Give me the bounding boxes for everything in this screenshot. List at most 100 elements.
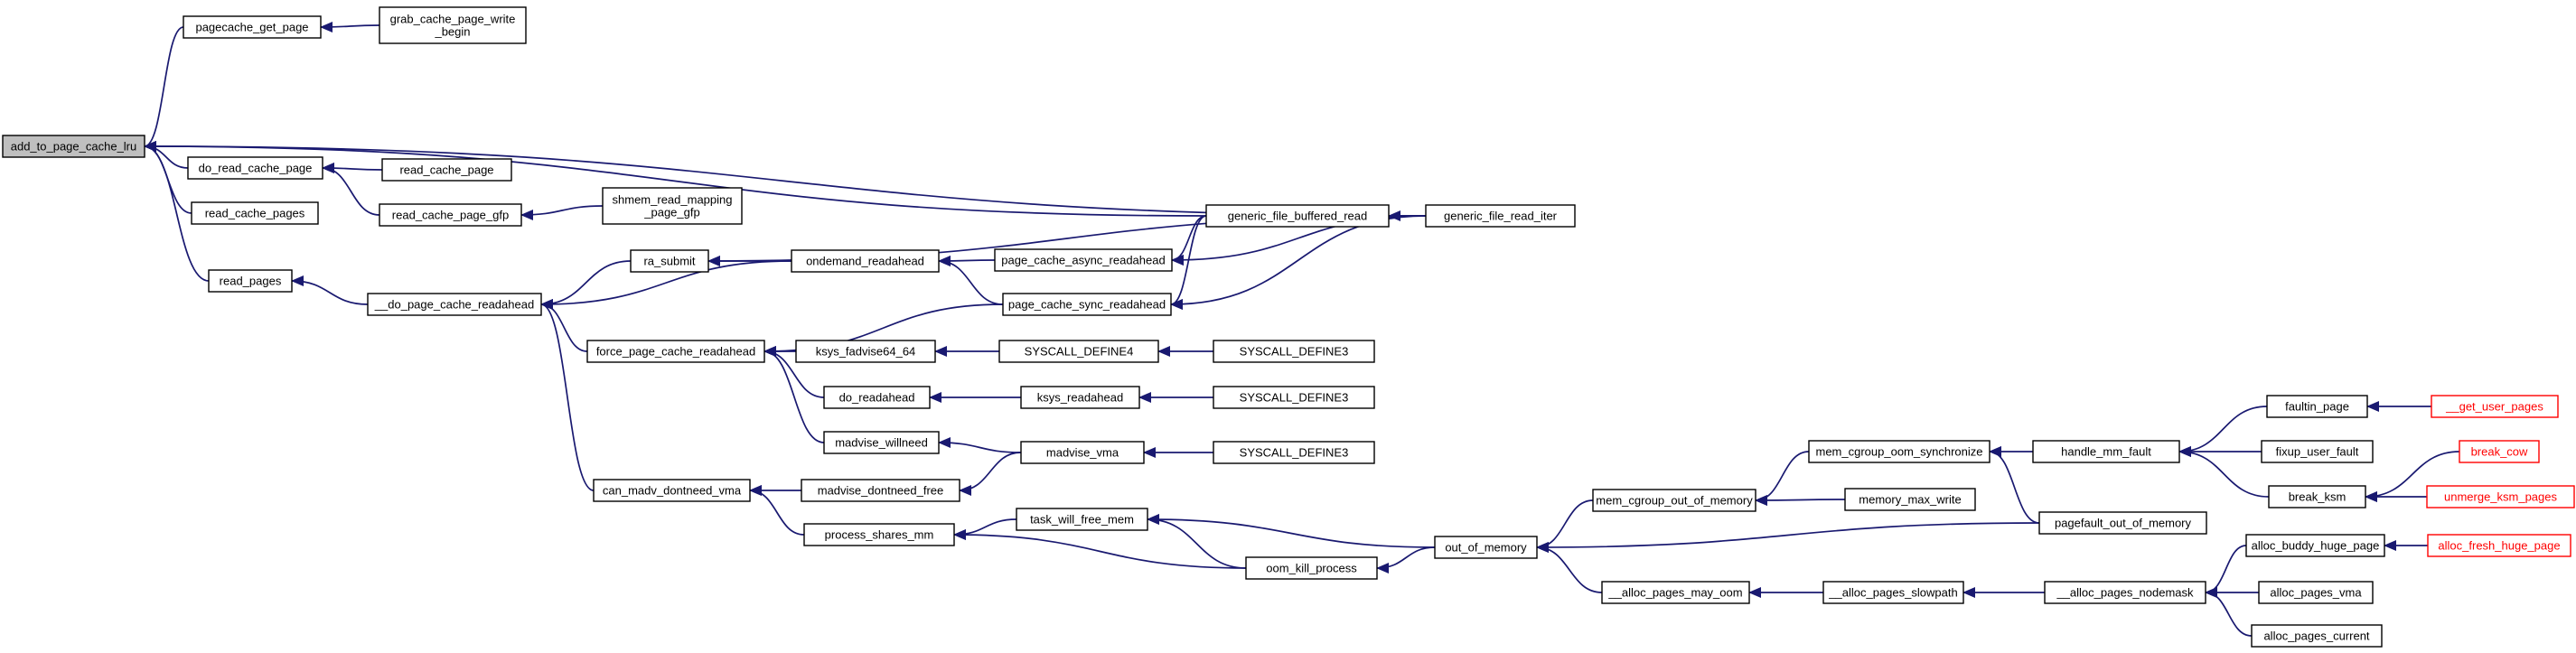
node-label: SYSCALL_DEFINE3 xyxy=(1240,446,1349,460)
node-box xyxy=(183,15,322,39)
node-pagecache-get-page[interactable]: pagecache_get_page xyxy=(183,15,322,39)
node-label: ra_submit xyxy=(643,255,695,268)
nodes-layer: add_to_page_cache_lrupagecache_get_pageg… xyxy=(2,6,2575,648)
node-label: read_cache_page xyxy=(399,163,493,177)
node-read-pages[interactable]: read_pages xyxy=(208,269,293,293)
node-ksys-fadvise64-64[interactable]: ksys_fadvise64_64 xyxy=(795,340,936,363)
node-alloc-pages-may-oom[interactable]: __alloc_pages_may_oom xyxy=(1601,581,1750,604)
node-label: SYSCALL_DEFINE3 xyxy=(1240,391,1349,405)
node-box xyxy=(2044,581,2206,604)
node-syscall-define3-c[interactable]: SYSCALL_DEFINE3 xyxy=(1213,441,1375,464)
node-label: break_cow xyxy=(2471,445,2528,459)
node-box xyxy=(801,479,960,502)
node-break-cow[interactable]: break_cow xyxy=(2459,440,2540,463)
node-box xyxy=(1020,386,1140,409)
node-do-readahead[interactable]: do_readahead xyxy=(823,386,931,409)
node-mem-cgroup-out-of-memory[interactable]: mem_cgroup_out_of_memory xyxy=(1592,489,1756,512)
node-madvise-dontneed-free[interactable]: madvise_dontneed_free xyxy=(801,479,960,502)
node-grab-cache-page-write-begin[interactable]: grab_cache_page_write_begin xyxy=(379,6,527,44)
node-alloc-pages-vma[interactable]: alloc_pages_vma xyxy=(2258,581,2374,604)
edge-read-cache-page-gfp-to-do-read-cache-page xyxy=(322,163,380,216)
node-label: force_page_cache_readahead xyxy=(596,345,755,359)
node-box xyxy=(379,6,527,44)
node-box xyxy=(191,201,319,225)
node-force-page-cache-readahead[interactable]: force_page_cache_readahead xyxy=(586,340,765,363)
node-alloc-pages-slowpath[interactable]: __alloc_pages_slowpath xyxy=(1822,581,1964,604)
node-alloc-pages-nodemask[interactable]: __alloc_pages_nodemask xyxy=(2044,581,2206,604)
node-box xyxy=(1601,581,1750,604)
node-box xyxy=(2245,534,2385,557)
edge-process-shares-mm-to-can-madv-dontneed-vma xyxy=(749,485,805,536)
node-ksys-readahead[interactable]: ksys_readahead xyxy=(1020,386,1140,409)
node-label: out_of_memory xyxy=(1445,541,1527,555)
node-label: __get_user_pages xyxy=(2445,400,2543,414)
edge-madvise-willneed-to-force-page-cache-readahead xyxy=(763,346,825,443)
node-label: memory_max_write xyxy=(1859,493,1961,507)
node-ondemand-readahead[interactable]: ondemand_readahead xyxy=(791,249,940,273)
node-box xyxy=(586,340,765,363)
node-memory-max-write[interactable]: memory_max_write xyxy=(1844,488,1976,511)
edge-force-page-cache-readahead-to-do-page-cache-readahead xyxy=(540,299,588,352)
node-generic-file-buffered-read[interactable]: generic_file_buffered_read xyxy=(1205,204,1390,228)
node-faultin-page[interactable]: faultin_page xyxy=(2266,395,2368,418)
node-label: __alloc_pages_nodemask xyxy=(2056,586,2194,600)
node-ra-submit[interactable]: ra_submit xyxy=(630,249,709,273)
node-do-read-cache-page[interactable]: do_read_cache_page xyxy=(187,156,323,180)
node-do-page-cache-readahead[interactable]: __do_page_cache_readahead xyxy=(367,293,542,316)
node-process-shares-mm[interactable]: process_shares_mm xyxy=(803,523,955,546)
node-unmerge-ksm-pages[interactable]: unmerge_ksm_pages xyxy=(2426,485,2575,508)
node-box xyxy=(593,479,751,502)
node-fixup-user-fault[interactable]: fixup_user_fault xyxy=(2261,440,2374,463)
node-syscall-define3-a[interactable]: SYSCALL_DEFINE3 xyxy=(1213,340,1375,363)
node-shmem-read-mapping-page-gfp[interactable]: shmem_read_mapping_page_gfp xyxy=(602,187,743,225)
node-box xyxy=(823,431,940,454)
node-task-will-free-mem[interactable]: task_will_free_mem xyxy=(1016,508,1148,531)
node-madvise-vma[interactable]: madvise_vma xyxy=(1020,441,1145,464)
edge-alloc-pages-may-oom-to-out-of-memory xyxy=(1536,542,1603,593)
node-oom-kill-process[interactable]: oom_kill_process xyxy=(1245,556,1378,580)
node-box xyxy=(1205,204,1390,228)
node-label: task_will_free_mem xyxy=(1030,513,1134,527)
node-label: SYSCALL_DEFINE3 xyxy=(1240,345,1349,359)
node-generic-file-read-iter[interactable]: generic_file_read_iter xyxy=(1425,204,1576,228)
node-read-cache-page[interactable]: read_cache_page xyxy=(381,158,512,182)
node-pagefault-out-of-memory[interactable]: pagefault_out_of_memory xyxy=(2038,511,2207,535)
edge-mem-cgroup-oom-synchronize-to-mem-cgroup-out-of-memory xyxy=(1755,451,1810,506)
node-add-to-page-cache-lru[interactable]: add_to_page_cache_lru xyxy=(2,135,145,158)
node-box xyxy=(791,249,940,273)
node-syscall-define3-b[interactable]: SYSCALL_DEFINE3 xyxy=(1213,386,1375,409)
edge-page-cache-async-readahead-to-ondemand-readahead xyxy=(938,255,996,266)
node-box xyxy=(2032,440,2180,463)
node-alloc-fresh-huge-page[interactable]: alloc_fresh_huge_page xyxy=(2427,534,2571,557)
node-out-of-memory[interactable]: out_of_memory xyxy=(1434,536,1538,559)
node-page-cache-async-readahead[interactable]: page_cache_async_readahead xyxy=(994,248,1173,272)
node-can-madv-dontneed-vma[interactable]: can_madv_dontneed_vma xyxy=(593,479,751,502)
edge-grab-cache-page-write-begin-to-pagecache-get-page xyxy=(320,21,380,33)
node-alloc-buddy-huge-page[interactable]: alloc_buddy_huge_page xyxy=(2245,534,2385,557)
node-box xyxy=(630,249,709,273)
node-box xyxy=(823,386,931,409)
node-handle-mm-fault[interactable]: handle_mm_fault xyxy=(2032,440,2180,463)
node-box xyxy=(208,269,293,293)
node-read-cache-pages[interactable]: read_cache_pages xyxy=(191,201,319,225)
node-madvise-willneed[interactable]: madvise_willneed xyxy=(823,431,940,454)
node-label: madvise_vma xyxy=(1046,446,1119,460)
node-label: page_cache_sync_readahead xyxy=(1008,298,1166,312)
edge-memory-max-write-to-mem-cgroup-out-of-memory xyxy=(1755,494,1846,506)
edge-alloc-pages-current-to-alloc-pages-nodemask xyxy=(2205,587,2253,637)
node-label: ondemand_readahead xyxy=(806,255,924,268)
node-label: fixup_user_fault xyxy=(2276,445,2359,459)
node-break-ksm[interactable]: break_ksm xyxy=(2268,485,2366,508)
edge-generic-file-buffered-read-to-add-to-page-cache-lru xyxy=(144,141,1207,217)
node-box xyxy=(2268,485,2366,508)
node-read-cache-page-gfp[interactable]: read_cache_page_gfp xyxy=(379,203,522,227)
edge-alloc-buddy-huge-page-to-alloc-pages-nodemask xyxy=(2205,545,2247,598)
node-alloc-pages-current[interactable]: alloc_pages_current xyxy=(2251,624,2383,648)
node-get-user-pages[interactable]: __get_user_pages xyxy=(2431,395,2559,418)
node-page-cache-sync-readahead[interactable]: page_cache_sync_readahead xyxy=(1002,293,1172,316)
node-syscall-define4[interactable]: SYSCALL_DEFINE4 xyxy=(998,340,1159,363)
node-box xyxy=(1020,441,1145,464)
node-mem-cgroup-oom-synchronize[interactable]: mem_cgroup_oom_synchronize xyxy=(1808,440,1991,463)
node-label: generic_file_read_iter xyxy=(1444,210,1558,223)
edge-pagecache-get-page-to-add-to-page-cache-lru xyxy=(144,26,184,152)
